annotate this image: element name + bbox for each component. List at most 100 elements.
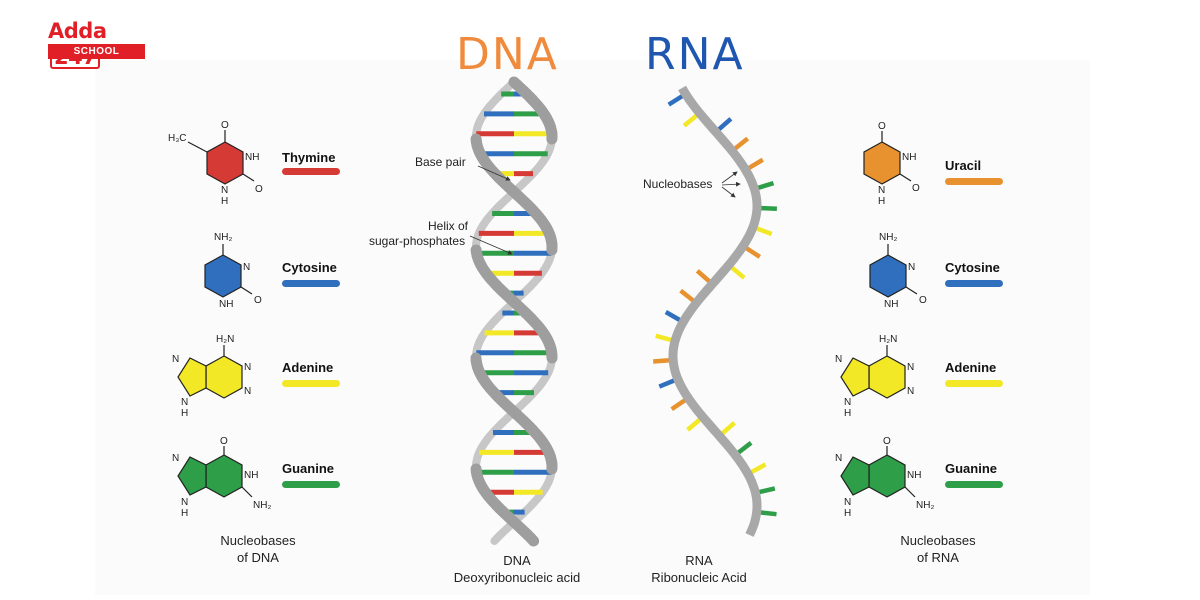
right-caption-line1: Nucleobases bbox=[900, 533, 976, 548]
uracil-label: Uracil bbox=[945, 158, 981, 173]
adenine-left-n-right-bottom: N bbox=[244, 386, 251, 397]
thymine-oxygen-right: O bbox=[255, 184, 263, 195]
cytosine-left-nh: NH bbox=[219, 299, 233, 310]
adenine-bar-left bbox=[282, 380, 340, 387]
cytosine-right-oxygen: O bbox=[919, 295, 927, 306]
guanine-left-h: H bbox=[181, 508, 188, 519]
thymine-n: N bbox=[221, 185, 228, 196]
logo-brand-text: Adda bbox=[48, 19, 107, 43]
dna-caption-line1: DNA bbox=[503, 553, 531, 568]
cytosine-molecule-left: NH₂ N O NH bbox=[204, 232, 262, 310]
adenine-bar-right bbox=[945, 380, 1003, 387]
dna-double-helix bbox=[470, 76, 558, 547]
uracil-n: N bbox=[878, 185, 885, 196]
nucleobases-annotation: Nucleobases bbox=[643, 171, 741, 198]
dna-heading: DNA bbox=[456, 29, 559, 80]
rna-caption-line2: Ribonucleic Acid bbox=[651, 570, 746, 585]
logo-school-tag: SCHOOL bbox=[48, 44, 145, 59]
adenine-right-amine: H₂N bbox=[879, 334, 897, 345]
cytosine-label-right: Cytosine bbox=[945, 260, 1000, 275]
rna-heading: RNA bbox=[645, 29, 745, 80]
adenine-left-n-right-top: N bbox=[244, 362, 251, 373]
helix-label-line1: Helix of bbox=[428, 219, 469, 233]
adenine-right-h: H bbox=[844, 408, 851, 419]
dna-backbone-front bbox=[470, 76, 558, 547]
adda247-logo[interactable]: Adda247 SCHOOL bbox=[48, 18, 145, 69]
uracil-nh: NH bbox=[902, 152, 916, 163]
dna-caption-line2: Deoxyribonucleic acid bbox=[454, 570, 580, 585]
base-pair-label: Base pair bbox=[415, 155, 466, 169]
guanine-left-nh: NH bbox=[244, 470, 258, 481]
uracil-oxygen-right: O bbox=[912, 183, 920, 194]
dna-base-pairs bbox=[476, 91, 552, 515]
uracil-oxygen-top: O bbox=[878, 121, 886, 132]
cytosine-label-left: Cytosine bbox=[282, 260, 337, 275]
cytosine-molecule-right: NH₂ N O NH bbox=[869, 232, 927, 310]
adenine-label-right: Adenine bbox=[945, 360, 996, 375]
nucleobases-pointer-top bbox=[721, 171, 738, 184]
guanine-left-n: N bbox=[172, 453, 179, 464]
thymine-oxygen-top: O bbox=[221, 120, 229, 131]
guanine-bar-right bbox=[945, 481, 1003, 488]
adenine-label-left: Adenine bbox=[282, 360, 333, 375]
guanine-molecule-left: O NH NH₂ N N H bbox=[172, 436, 271, 519]
adenine-left-n-bottom: N bbox=[181, 397, 188, 408]
nucleobases-annotation-label: Nucleobases bbox=[643, 177, 712, 191]
base-pair-annotation: Base pair bbox=[415, 155, 511, 181]
guanine-left-oxygen: O bbox=[220, 436, 228, 447]
left-caption-line1: Nucleobases bbox=[220, 533, 296, 548]
base-pair-pointer bbox=[477, 165, 511, 181]
dna-backbone-back bbox=[472, 78, 556, 545]
thymine-label: Thymine bbox=[282, 150, 335, 165]
guanine-molecule-right: O NH NH₂ N N H bbox=[835, 436, 934, 519]
dna-backbone-segment bbox=[525, 532, 540, 547]
guanine-right-n: N bbox=[835, 453, 842, 464]
cytosine-right-amine: NH₂ bbox=[879, 232, 897, 243]
thymine-methyl: H₃C bbox=[168, 133, 187, 144]
adenine-right-n-left: N bbox=[835, 354, 842, 365]
guanine-bar-left bbox=[282, 481, 340, 488]
guanine-right-h: H bbox=[844, 508, 851, 519]
cytosine-left-n: N bbox=[243, 262, 250, 273]
uracil-bar bbox=[945, 178, 1003, 185]
helix-annotation: Helix of sugar-phosphates bbox=[369, 219, 513, 255]
dna-backbone-segment bbox=[490, 534, 502, 545]
helix-label-line2: sugar-phosphates bbox=[369, 234, 465, 248]
cytosine-right-n: N bbox=[908, 262, 915, 273]
adenine-left-h: H bbox=[181, 408, 188, 419]
figure-background bbox=[95, 60, 1090, 595]
guanine-left-amine: NH₂ bbox=[253, 500, 271, 511]
nucleobases-pointer-mid bbox=[721, 181, 741, 187]
adenine-right-n-bottom: N bbox=[844, 397, 851, 408]
cytosine-bar-left bbox=[282, 280, 340, 287]
thymine-molecule: O NH O N H H₃C bbox=[168, 120, 263, 207]
guanine-right-amine: NH₂ bbox=[916, 500, 934, 511]
rna-backbone bbox=[668, 85, 762, 537]
rna-nucleobases bbox=[653, 92, 777, 517]
cytosine-left-oxygen: O bbox=[254, 295, 262, 306]
uracil-h: H bbox=[878, 196, 885, 207]
cytosine-right-nh: NH bbox=[884, 299, 898, 310]
thymine-h: H bbox=[221, 196, 228, 207]
right-caption-line2: of RNA bbox=[917, 550, 959, 565]
adenine-right-n-right-top: N bbox=[907, 362, 914, 373]
rna-single-strand bbox=[653, 85, 777, 537]
guanine-right-n-bottom: N bbox=[844, 497, 851, 508]
uracil-molecule: O NH O N H bbox=[863, 121, 920, 207]
cytosine-left-amine: NH₂ bbox=[214, 232, 232, 243]
helix-pointer bbox=[469, 235, 513, 255]
guanine-left-n-bottom: N bbox=[181, 497, 188, 508]
adenine-molecule-right: H₂N N N N N H bbox=[835, 334, 914, 419]
thymine-nh: NH bbox=[245, 152, 259, 163]
adenine-molecule-left: H₂N N N N N H bbox=[172, 334, 251, 419]
rna-caption-line1: RNA bbox=[685, 553, 713, 568]
adenine-left-amine: H₂N bbox=[216, 334, 234, 345]
adenine-left-n-left: N bbox=[172, 354, 179, 365]
adenine-right-n-right-bottom: N bbox=[907, 386, 914, 397]
nucleobases-pointer-bottom bbox=[721, 186, 736, 198]
guanine-right-nh: NH bbox=[907, 470, 921, 481]
guanine-label-left: Guanine bbox=[282, 461, 334, 476]
cytosine-bar-right bbox=[945, 280, 1003, 287]
guanine-right-oxygen: O bbox=[883, 436, 891, 447]
